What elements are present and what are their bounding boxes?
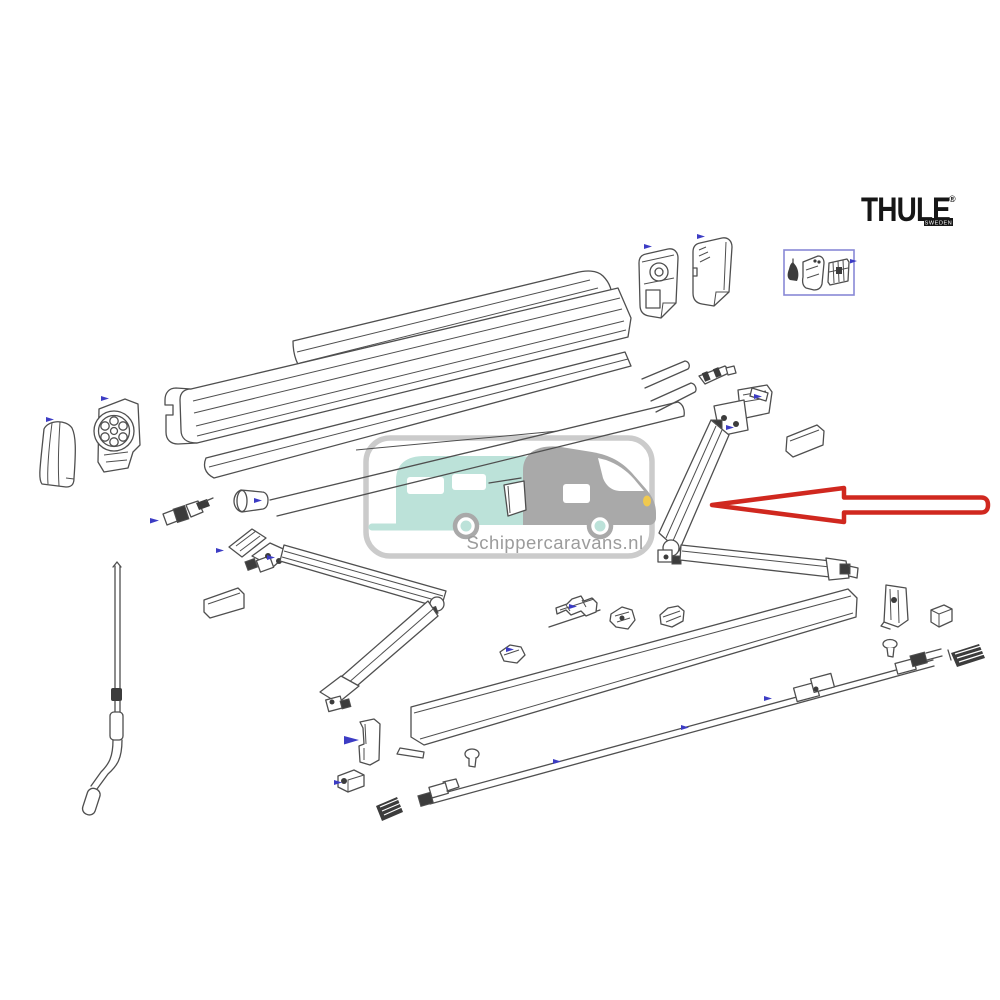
caravan-window-2 (452, 474, 486, 490)
left-spring-arm (228, 528, 447, 713)
registered-mark: ® (949, 194, 956, 204)
housing-base-profile (164, 287, 632, 445)
group-box-border (783, 249, 855, 296)
roller-drive-spindle (162, 497, 214, 526)
brand-logo: THULE ® SWEDEN (861, 191, 956, 229)
back-rail-profile (203, 351, 632, 479)
rail-clip-single (659, 605, 685, 628)
small-block-part (337, 769, 365, 793)
right-arm-cover-plate (785, 424, 825, 458)
wheel-left-hub (460, 520, 472, 532)
logo-sub-bar (924, 218, 953, 226)
mini-screw (882, 638, 898, 658)
watermark: Schippercaravans.nl (363, 435, 656, 559)
shield-plate-part (801, 255, 825, 291)
left-end-cap-cover (39, 421, 76, 488)
watermark-border (363, 435, 655, 559)
gasket-part (787, 262, 799, 281)
knob-screw (464, 748, 480, 768)
caravan-windshield (598, 458, 644, 491)
cab-window (563, 484, 590, 503)
right-end-cap-cover (692, 237, 733, 307)
right-spring-arm (657, 365, 859, 581)
ribbed-clip-left (376, 797, 403, 821)
fabric-roller-tube (233, 360, 697, 517)
lead-rail-profile (396, 588, 858, 759)
ribbed-clip-right (947, 644, 985, 667)
right-end-cap-mechanism (638, 248, 679, 319)
rail-clip-double (548, 595, 601, 628)
left-arm-cover-plate (203, 587, 245, 619)
highlight-arrow (709, 485, 991, 525)
callout-markers (46, 234, 857, 785)
small-cube-part (930, 604, 953, 628)
small-clip-with-marker (499, 644, 526, 664)
rail-clamp (609, 606, 636, 630)
arm-foot-pad (358, 718, 381, 766)
right-bracket-part (880, 584, 909, 630)
left-gear-mechanism (93, 398, 141, 473)
caravan-headlight (643, 495, 651, 507)
fixings-group-box (783, 249, 855, 296)
tension-rafter-tube (417, 648, 943, 808)
wheel-right-hub (594, 520, 606, 532)
crank-handle (81, 561, 124, 816)
watermark-site-text: Schippercaravans.nl (466, 532, 643, 553)
brand-logo-subtitle: SWEDEN (925, 221, 953, 227)
fabric-flap (488, 477, 527, 517)
